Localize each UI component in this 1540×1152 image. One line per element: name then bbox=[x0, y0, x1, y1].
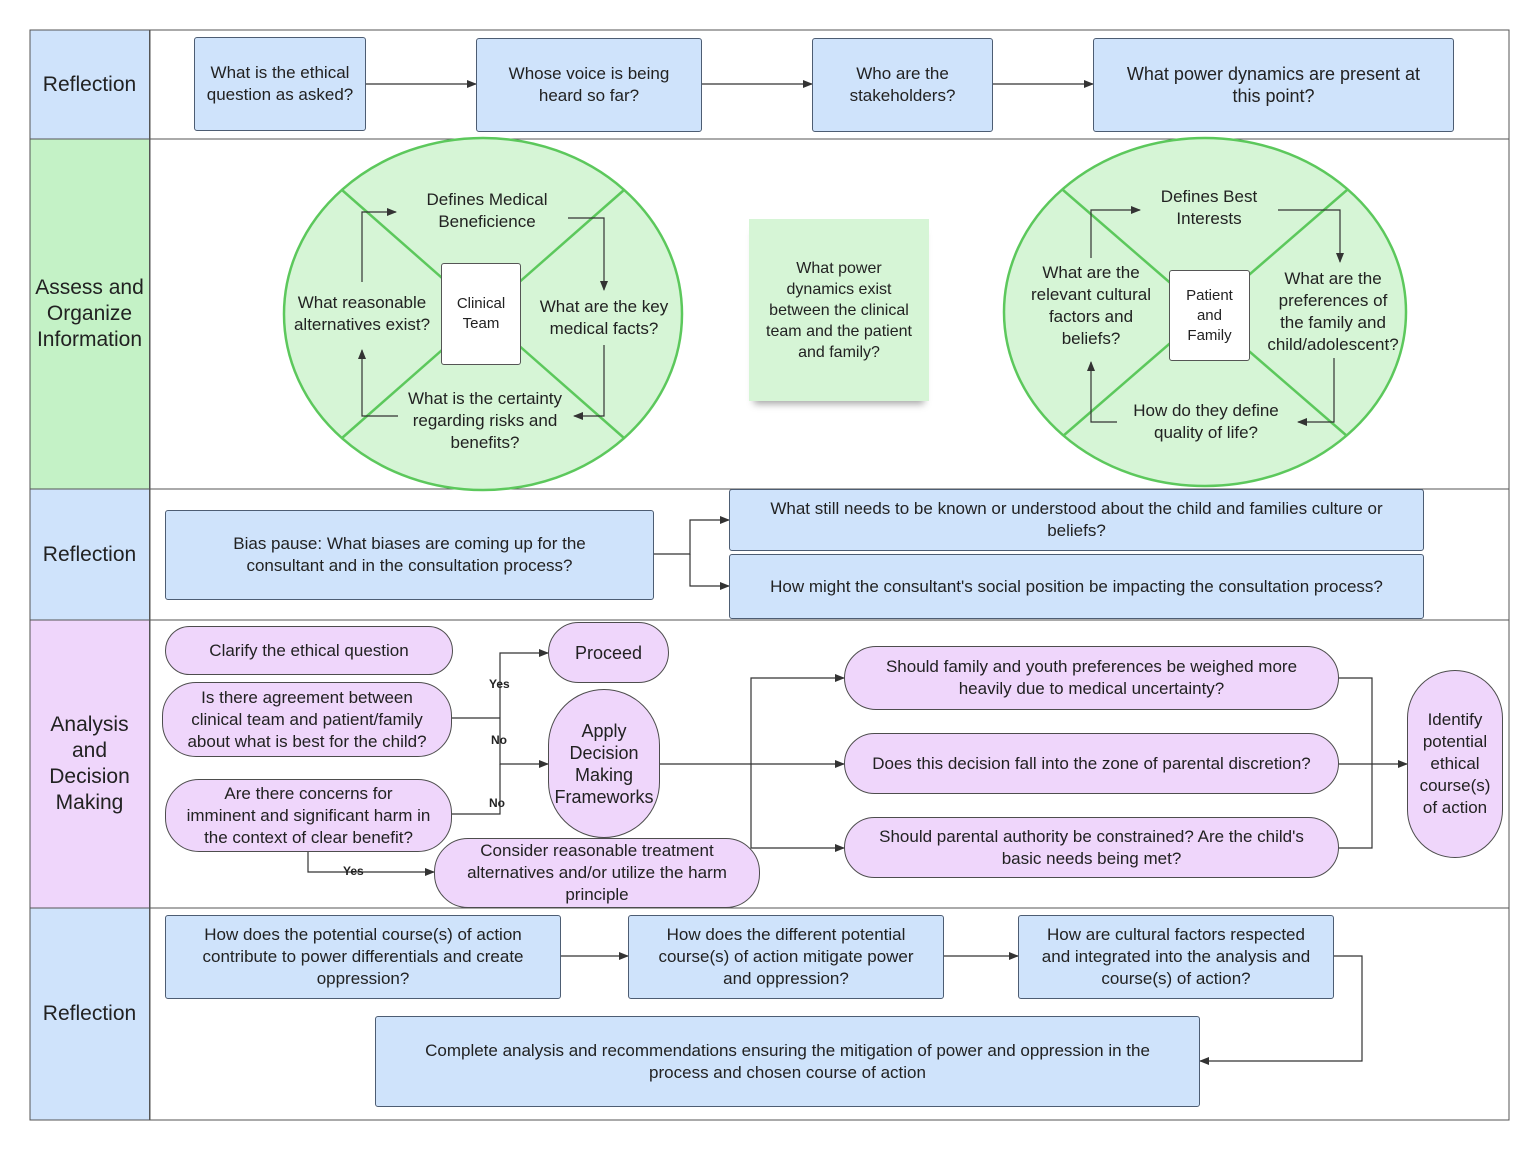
family-top-text: Defines Best Interests bbox=[1160, 187, 1258, 228]
arrow-constrain-identify bbox=[1339, 764, 1373, 849]
yes-label: Yes bbox=[343, 864, 364, 878]
family-left-text: What are the relevant cultural factors a… bbox=[1030, 263, 1152, 348]
apply-frameworks-node: Apply Decision Making Frameworks bbox=[548, 689, 660, 838]
parental-discretion-node: Does this decision fall into the zone of… bbox=[844, 733, 1339, 794]
clinical-left-text: What reasonable alternatives exist? bbox=[293, 293, 431, 334]
lane-label-reflection-3: Reflection bbox=[30, 908, 150, 1120]
social-position-box: How might the consultant's social positi… bbox=[729, 554, 1424, 619]
arrow-bias-social bbox=[689, 554, 730, 590]
arrow-bias-known bbox=[654, 516, 730, 555]
stakeholders-box: Who are the stakeholders? bbox=[812, 38, 993, 132]
weigh-preferences-node: Should family and youth preferences be w… bbox=[844, 646, 1339, 710]
family-right-text: What are the preferences of the family a… bbox=[1267, 269, 1399, 354]
proceed-node: Proceed bbox=[548, 622, 669, 683]
clinical-cycle-arrow bbox=[361, 208, 397, 282]
family-cycle-arrow bbox=[1297, 358, 1335, 426]
family-bottom-text: How do they define quality of life? bbox=[1133, 401, 1279, 442]
power-dynamics-sticky-note: What power dynamics exist between the cl… bbox=[749, 219, 929, 401]
no-label: No bbox=[491, 733, 507, 747]
identify-course-node: Identify potential ethical course(s) of … bbox=[1407, 670, 1503, 858]
arrow-concerns-yes bbox=[307, 852, 435, 876]
family-cycle-arrow bbox=[1087, 361, 1117, 423]
clinical-top-text: Defines Medical Beneficience bbox=[426, 190, 548, 231]
power-differentials-box: How does the potential course(s) of acti… bbox=[165, 915, 561, 999]
arrow-apply-constrain bbox=[750, 764, 845, 852]
clinical-cycle-arrow bbox=[573, 345, 605, 420]
bias-pause-box: Bias pause: What biases are coming up fo… bbox=[165, 510, 654, 600]
mitigate-power-box: How does the different potential course(… bbox=[628, 915, 944, 999]
cultural-factors-box: How are cultural factors respected and i… bbox=[1018, 915, 1334, 999]
lane-label-reflection-1: Reflection bbox=[30, 30, 150, 139]
arrow-apply-weigh bbox=[660, 674, 845, 765]
power-dynamics-box: What power dynamics are present at this … bbox=[1093, 38, 1454, 132]
no-label: No bbox=[489, 796, 505, 810]
harm-concerns-question: Are there concerns for imminent and sign… bbox=[165, 779, 452, 852]
arrow-weigh-identify bbox=[1339, 677, 1373, 764]
family-cycle-arrow bbox=[1090, 206, 1141, 258]
lane-label-assess: Assess and Organize Information bbox=[30, 139, 150, 489]
arrow-no-apply bbox=[499, 718, 549, 768]
clinical-bottom-text: What is the certainty regarding risks an… bbox=[407, 389, 563, 452]
clinical-right-text: What are the key medical facts? bbox=[539, 297, 669, 338]
lane-label-analysis: Analysis and Decision Making bbox=[30, 620, 150, 908]
agreement-question: Is there agreement between clinical team… bbox=[162, 682, 452, 757]
yes-label: Yes bbox=[489, 677, 510, 691]
still-needs-known-box: What still needs to be known or understo… bbox=[729, 489, 1424, 551]
parental-authority-node: Should parental authority be constrained… bbox=[844, 817, 1339, 878]
whose-voice-box: Whose voice is being heard so far? bbox=[476, 38, 702, 132]
complete-analysis-box: Complete analysis and recommendations en… bbox=[375, 1016, 1200, 1107]
clinical-team-box: Clinical Team bbox=[441, 263, 521, 365]
clinical-cycle-arrow bbox=[568, 217, 608, 291]
clarify-ethical-question: Clarify the ethical question bbox=[165, 626, 453, 675]
clinical-cycle-arrow bbox=[358, 349, 398, 417]
lane-label-reflection-2: Reflection bbox=[30, 489, 150, 620]
ethical-question-box: What is the ethical question as asked? bbox=[194, 37, 366, 131]
consider-alternatives-node: Consider reasonable treatment alternativ… bbox=[434, 838, 760, 908]
family-cycle-arrow bbox=[1278, 209, 1344, 263]
patient-family-box: Patient and Family bbox=[1169, 270, 1250, 361]
